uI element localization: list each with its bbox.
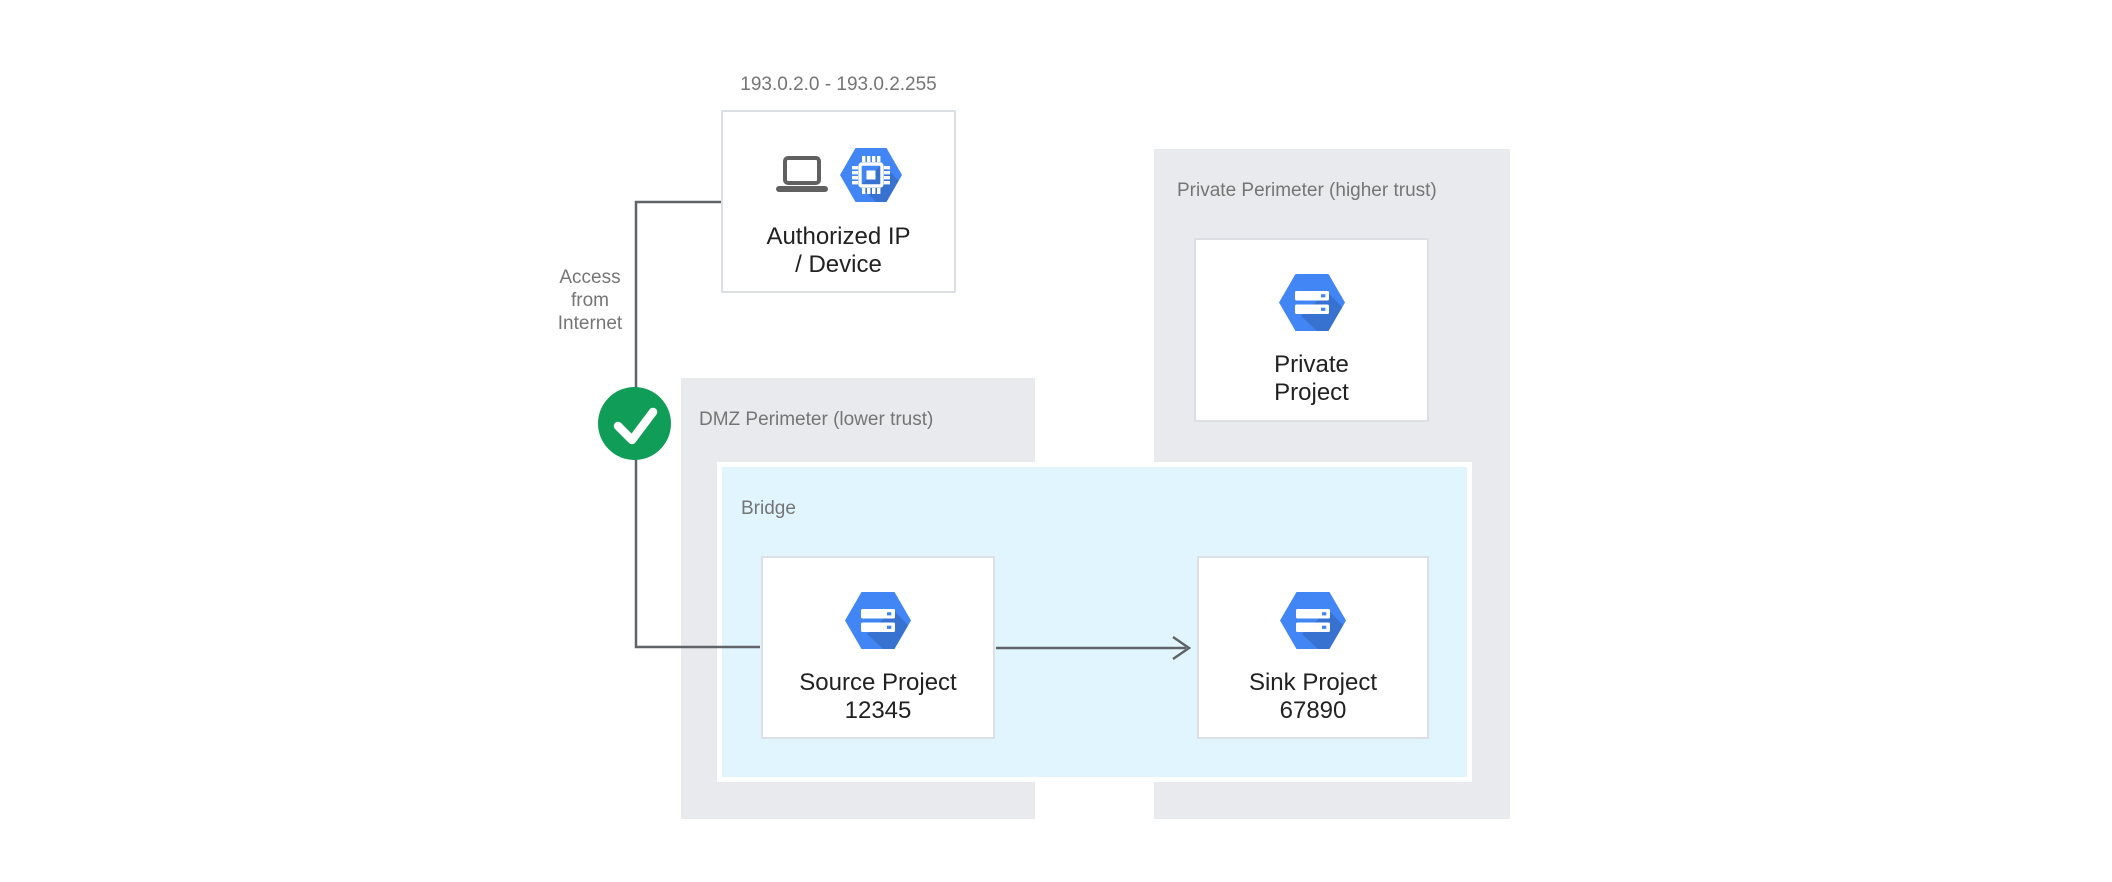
dmz-perimeter-label: DMZ Perimeter (lower trust) (699, 409, 934, 430)
node-sink-project: Sink Project 67890 (1197, 556, 1429, 739)
project-hexagon-icon (845, 592, 911, 654)
project-hexagon-icon (1278, 274, 1345, 336)
laptop-icon (775, 156, 828, 198)
ip-range-label: 193.0.2.0 - 193.0.2.255 (740, 74, 937, 95)
authorized-node-title: Authorized IP / Device (766, 223, 911, 278)
sink-project-title: Sink Project 67890 (1248, 669, 1378, 724)
authorized-icons (723, 147, 954, 207)
source-project-icon-row (763, 592, 993, 654)
sink-project-icon-row (1199, 592, 1427, 654)
bridge-label: Bridge (741, 498, 796, 519)
node-private-project: Private Project (1194, 238, 1429, 422)
private-project-icon-row (1196, 274, 1427, 336)
access-from-internet-label: Access from Internet (557, 267, 623, 334)
source-project-title: Source Project 12345 (799, 669, 957, 724)
access-allowed-check-badge (598, 387, 671, 460)
node-source-project: Source Project 12345 (761, 556, 995, 739)
project-hexagon-icon (1280, 592, 1346, 654)
node-authorized-ip-device: Authorized IP / Device (721, 110, 956, 293)
compute-hexagon-icon (839, 147, 902, 207)
check-icon (613, 407, 658, 445)
private-project-title: Private Project (1274, 351, 1349, 406)
private-perimeter-label: Private Perimeter (higher trust) (1177, 180, 1437, 201)
